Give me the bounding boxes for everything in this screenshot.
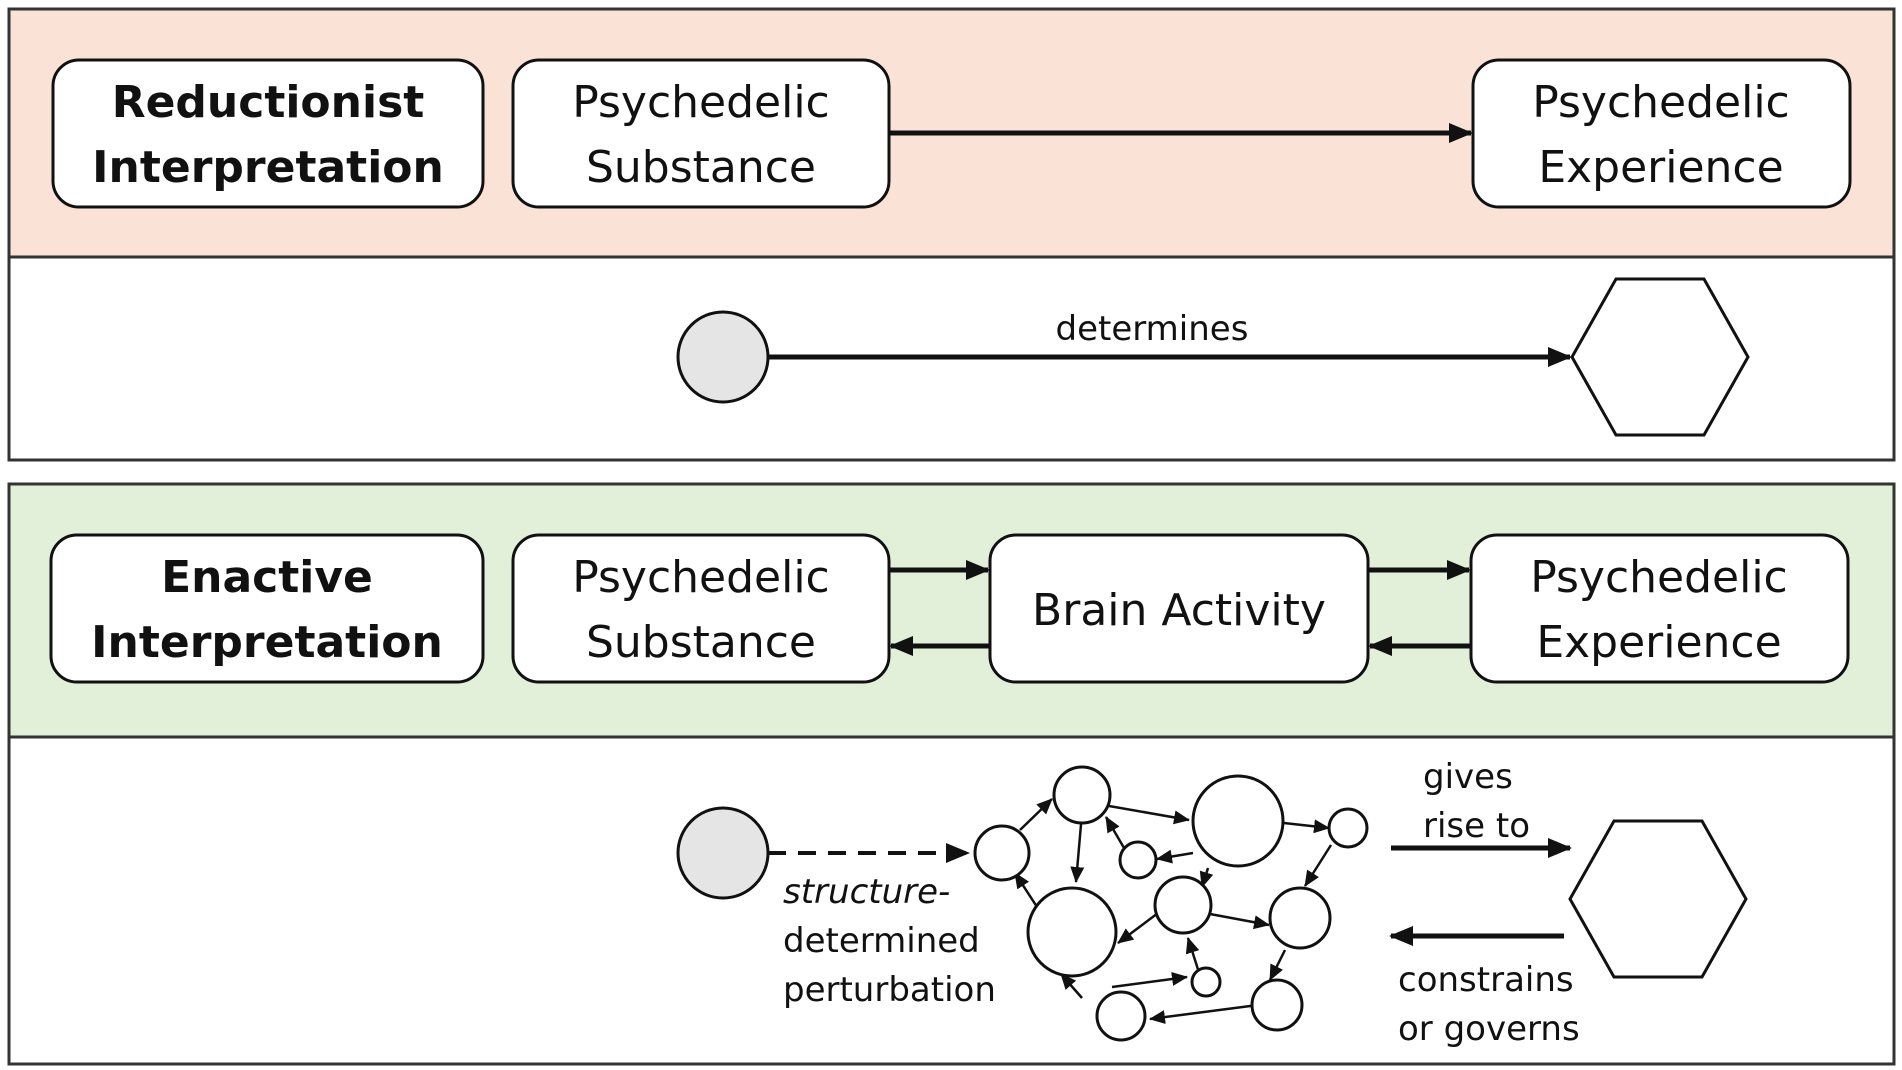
network-edge — [1070, 812, 1085, 883]
brain-activity-box: Brain Activity — [988, 533, 1370, 684]
network-edge — [1268, 949, 1287, 981]
network-edge — [1209, 912, 1270, 930]
enactive-experience-box: Psychedelic Experience — [1469, 533, 1850, 684]
enactive-experience-hexagon — [1568, 819, 1748, 979]
network-node — [1153, 875, 1213, 935]
network-edge — [1019, 798, 1053, 831]
perturbation-line2: determined — [783, 921, 980, 961]
gives-rise-line2: rise to — [1423, 806, 1530, 846]
network-edge — [1149, 1003, 1259, 1025]
network-node — [1095, 990, 1147, 1042]
reductionist-experience-box: Psychedelic Experience — [1471, 58, 1852, 209]
network-edge — [1060, 973, 1083, 999]
network-edge — [1013, 872, 1041, 911]
brain-network — [973, 765, 1369, 1042]
network-node — [1190, 966, 1222, 998]
reductionist-panel: Reductionist Interpretation Psychedelic … — [7, 7, 1896, 462]
reductionist-experience-line2: Experience — [1538, 142, 1783, 193]
network-node — [1268, 886, 1332, 950]
enactive-title-line2: Interpretation — [91, 617, 443, 668]
enactive-panel: Enactive Interpretation Psychedelic Subs… — [7, 482, 1896, 1066]
constrains-line1: constrains — [1398, 960, 1574, 1000]
network-edge — [1156, 849, 1194, 864]
reductionist-substance-line2: Substance — [586, 142, 816, 193]
network-edge — [1283, 819, 1330, 834]
perturbation-line1: structure- — [783, 872, 950, 912]
network-node — [1191, 774, 1285, 868]
perturbation-line3: perturbation — [783, 970, 996, 1010]
reductionist-substance-line1: Psychedelic — [572, 77, 830, 128]
enactive-substance-box: Psychedelic Substance — [511, 533, 891, 684]
reductionist-title-line2: Interpretation — [92, 142, 444, 193]
network-edge — [1111, 972, 1188, 989]
enactive-substance-line2: Substance — [586, 617, 816, 668]
reductionist-title-box: Reductionist Interpretation — [51, 58, 485, 209]
reductionist-experience-hexagon — [1570, 277, 1750, 437]
enactive-title-box: Enactive Interpretation — [49, 533, 485, 684]
network-node — [1118, 840, 1158, 880]
enactive-experience-line2: Experience — [1536, 617, 1781, 668]
brain-activity-label: Brain Activity — [1032, 585, 1326, 636]
determines-label: determines — [1056, 309, 1249, 349]
enactive-substance-line1: Psychedelic — [572, 552, 830, 603]
reductionist-title-line1: Reductionist — [112, 77, 425, 128]
network-node — [1250, 978, 1304, 1032]
reductionist-substance-circle — [676, 310, 770, 404]
network-edge — [1108, 804, 1190, 825]
network-node — [973, 824, 1031, 882]
network-node — [1026, 886, 1118, 978]
enactive-title-line1: Enactive — [161, 552, 373, 603]
constrains-line2: or governs — [1398, 1009, 1580, 1049]
network-node — [1327, 807, 1369, 849]
network-edge — [1117, 909, 1163, 944]
enactive-substance-circle — [676, 806, 770, 900]
enactive-experience-line1: Psychedelic — [1530, 552, 1788, 603]
reductionist-experience-line1: Psychedelic — [1532, 77, 1790, 128]
gives-rise-line1: gives — [1423, 757, 1513, 797]
network-edge — [1303, 844, 1333, 887]
reductionist-substance-box: Psychedelic Substance — [511, 58, 891, 209]
network-node — [1052, 765, 1112, 825]
